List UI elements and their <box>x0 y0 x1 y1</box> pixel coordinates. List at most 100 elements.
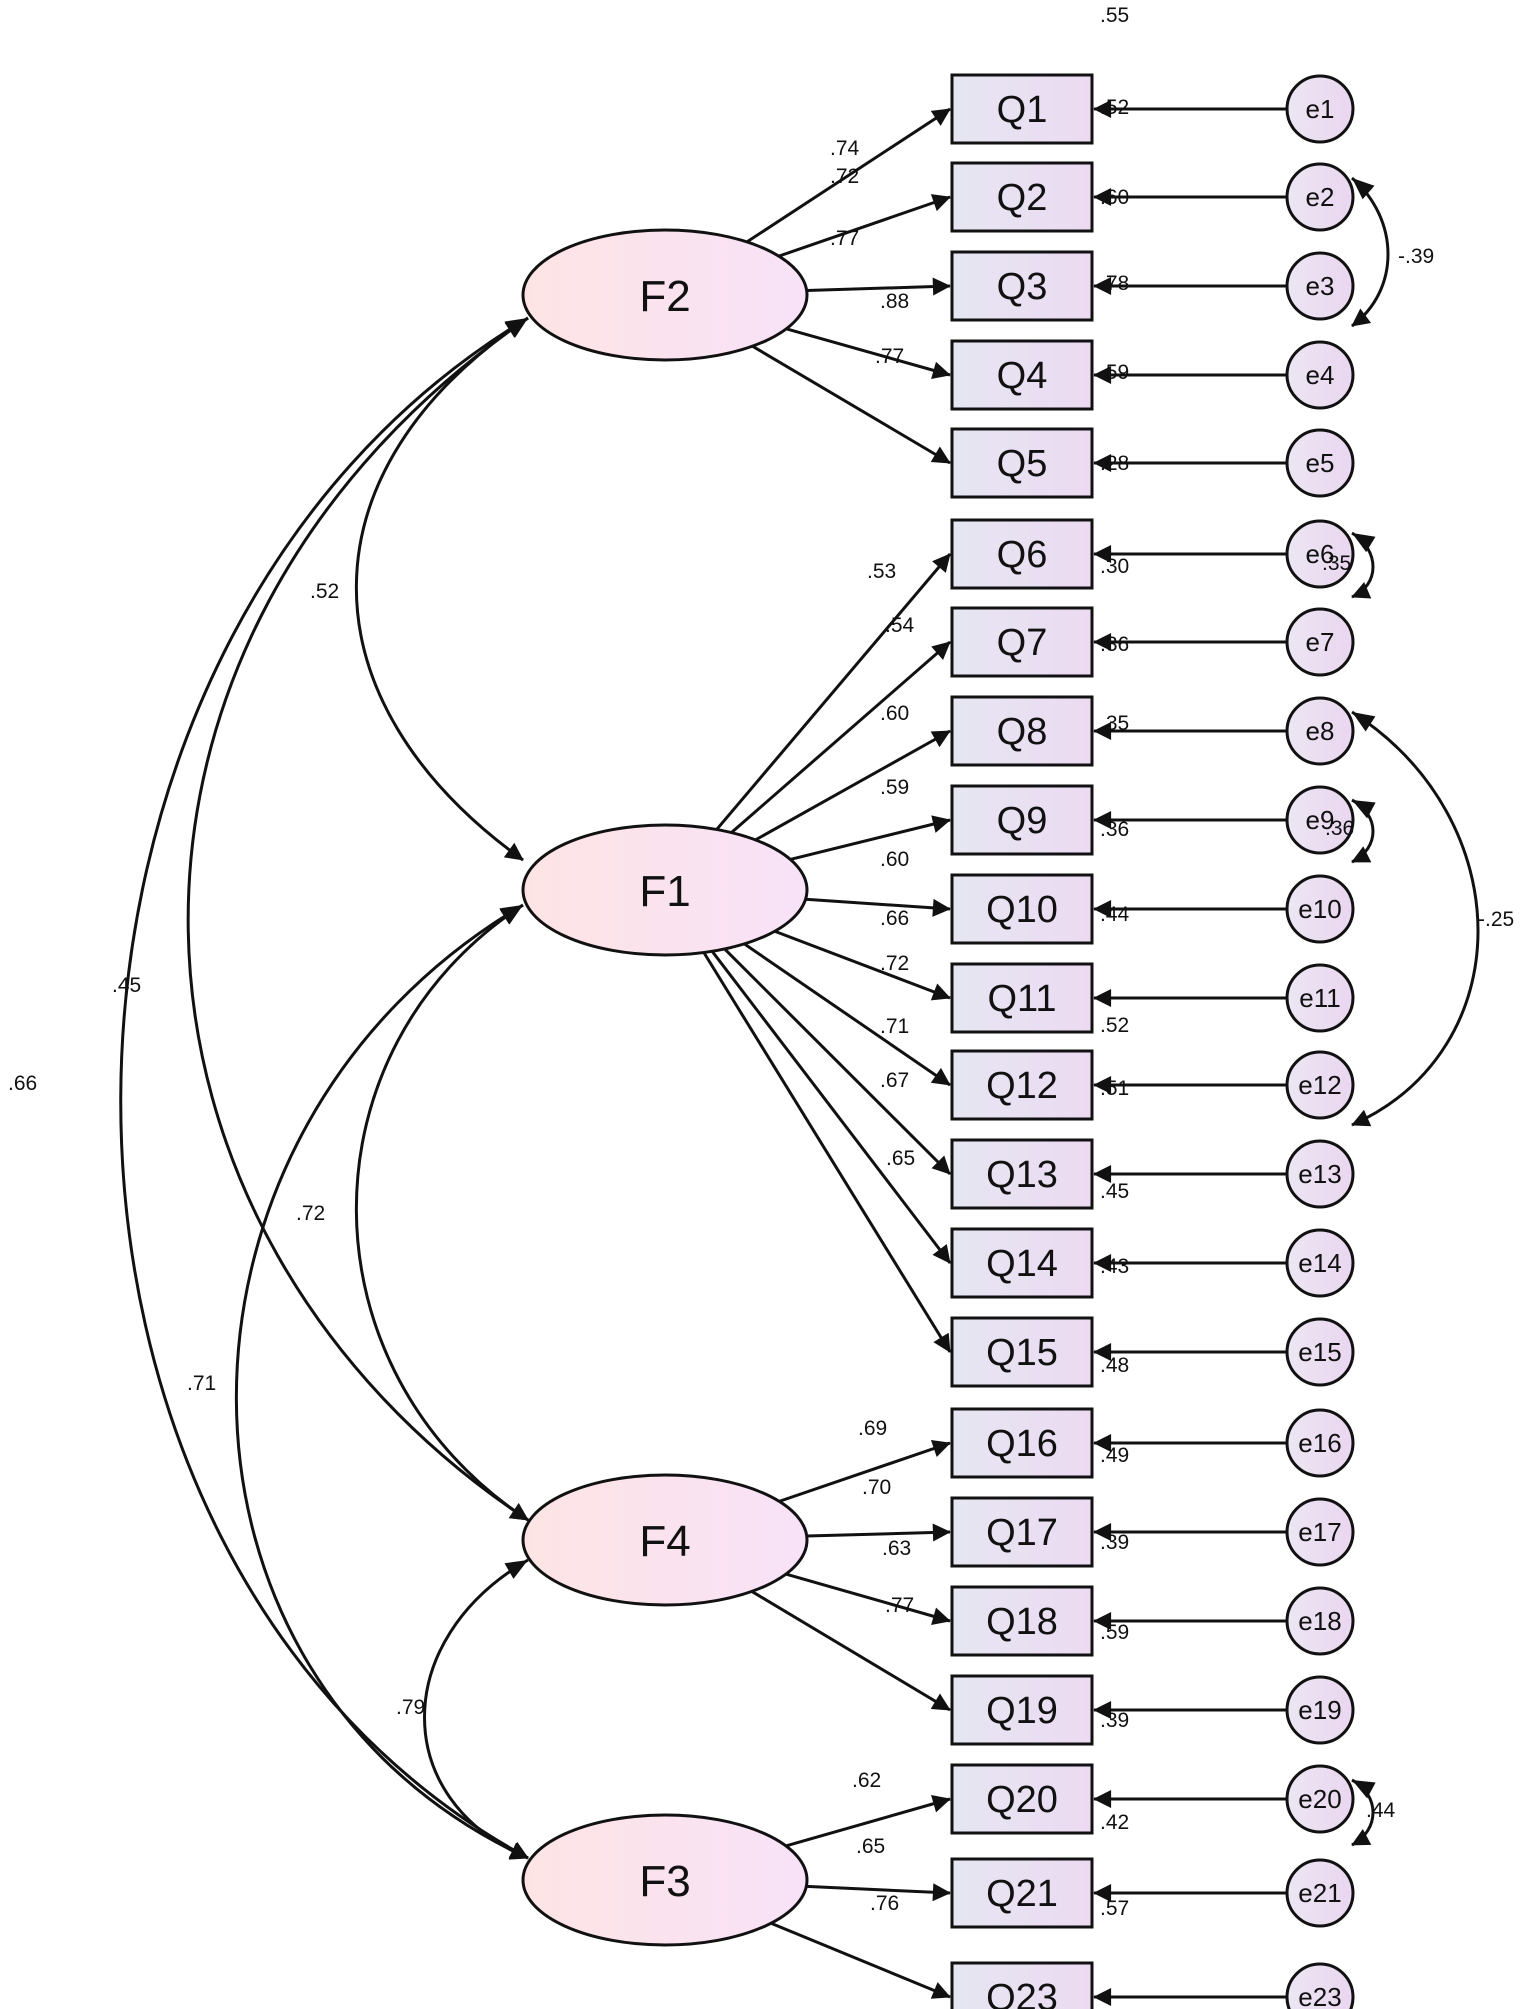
error-term-label: e15 <box>1298 1337 1341 1367</box>
loading-value: .63 <box>882 1537 911 1560</box>
loading-value: .65 <box>856 1835 885 1858</box>
loading-value: .71 <box>880 1015 909 1038</box>
error-term-label: e2 <box>1306 182 1335 212</box>
loading-path-Q3 <box>806 277 951 296</box>
error-term-e5 <box>1285 428 1355 498</box>
squared-multiple-correlation: .49 <box>1100 1444 1129 1467</box>
loading-path-Q10 <box>805 897 951 917</box>
observed-variable-label: Q9 <box>997 800 1048 842</box>
observed-variable-label: Q23 <box>986 1977 1058 2009</box>
squared-multiple-correlation: .59 <box>1100 1621 1129 1644</box>
error-term-e4 <box>1285 340 1355 410</box>
error-term-label: e13 <box>1298 1159 1341 1189</box>
error-term-label: e9 <box>1306 805 1335 835</box>
error-term-e2 <box>1285 162 1355 232</box>
observed-variable-label: Q6 <box>997 534 1048 576</box>
loading-value: .69 <box>858 1417 887 1440</box>
observed-variable-Q16 <box>950 1407 1094 1479</box>
loading-path-Q20 <box>785 1795 951 1848</box>
error-term-e8 <box>1285 696 1355 766</box>
loading-path-Q16 <box>778 1440 951 1503</box>
error-term-e9 <box>1285 785 1355 855</box>
error-term-label: e19 <box>1298 1695 1341 1725</box>
error-term-e11 <box>1285 963 1355 1033</box>
error-term-e6 <box>1285 519 1355 589</box>
squared-multiple-correlation: .57 <box>1100 1897 1129 1920</box>
error-term-label: e11 <box>1299 983 1340 1013</box>
observed-variable-label: Q20 <box>986 1779 1058 1821</box>
error-term-label: e8 <box>1306 716 1335 746</box>
observed-variable-label: Q19 <box>986 1690 1058 1732</box>
latent-factor-label: F3 <box>639 1857 690 1906</box>
loading-value: .72 <box>880 952 909 975</box>
covariance-arrowhead <box>1352 1780 1376 1799</box>
error-term-e19 <box>1285 1675 1355 1745</box>
error-term-e13 <box>1285 1139 1355 1209</box>
error-term-label: e10 <box>1298 894 1341 924</box>
loading-value: .88 <box>880 290 909 313</box>
covariance-arrowhead <box>1352 533 1376 553</box>
factor-correlation-F2-F3 <box>119 316 529 1860</box>
observed-variable-Q23 <box>950 1961 1094 2009</box>
factor-correlation-value: .52 <box>310 580 339 603</box>
error-term-e3 <box>1285 251 1355 321</box>
loading-value: .72 <box>830 165 859 188</box>
observed-variable-Q4 <box>950 339 1094 411</box>
loading-path-Q11 <box>774 929 951 1001</box>
observed-variable-Q2 <box>950 161 1094 233</box>
loading-value: .65 <box>886 1147 915 1170</box>
error-term-e16 <box>1285 1408 1355 1478</box>
correlation-arrowhead <box>499 905 523 924</box>
observed-variable-Q3 <box>950 250 1094 322</box>
observed-variable-Q12 <box>950 1049 1094 1121</box>
error-term-e10 <box>1285 874 1355 944</box>
loading-value: .53 <box>867 560 896 583</box>
observed-variable-Q10 <box>950 873 1094 945</box>
error-term-label: e23 <box>1298 1982 1341 2009</box>
error-term-label: e17 <box>1298 1517 1341 1547</box>
error-term-label: e7 <box>1306 627 1335 657</box>
squared-multiple-correlation: .39 <box>1100 1531 1129 1554</box>
error-term-e18 <box>1285 1586 1355 1656</box>
observed-variable-Q7 <box>950 606 1094 678</box>
error-covariance-e2-e4 <box>1351 176 1390 328</box>
loading-value: .70 <box>862 1476 891 1499</box>
loading-value: .77 <box>885 1594 914 1617</box>
factor-correlation-F1-F3 <box>234 903 529 1860</box>
loading-value: .67 <box>880 1069 909 1092</box>
error-covariance-e8-e13 <box>1351 710 1480 1127</box>
factor-correlation-value: .72 <box>296 1202 325 1225</box>
squared-multiple-correlation: .28 <box>1100 452 1129 475</box>
error-term-e14 <box>1285 1228 1355 1298</box>
observed-variable-Q13 <box>950 1138 1094 1210</box>
observed-variable-label: Q12 <box>986 1065 1058 1107</box>
observed-variable-label: Q17 <box>986 1512 1058 1554</box>
error-covariance-value: -.25 <box>1478 908 1514 931</box>
covariance-arrowhead <box>1352 712 1376 732</box>
factor-correlation-F2-F1 <box>354 316 529 862</box>
squared-multiple-correlation: .55 <box>1100 4 1129 27</box>
squared-multiple-correlation: .39 <box>1100 1709 1129 1732</box>
latent-factor-F1 <box>521 823 809 957</box>
observed-variable-label: Q21 <box>986 1873 1058 1915</box>
loading-path-Q15 <box>702 951 952 1353</box>
loading-value: .77 <box>875 345 904 368</box>
loading-value: .60 <box>880 702 909 725</box>
observed-variable-Q8 <box>950 695 1094 767</box>
error-term-label: e3 <box>1306 271 1335 301</box>
error-term-e23 <box>1285 1962 1355 2009</box>
observed-variable-label: Q7 <box>997 622 1048 664</box>
error-term-label: e18 <box>1298 1606 1341 1636</box>
loading-path-Q7 <box>730 640 951 834</box>
squared-multiple-correlation: .52 <box>1100 1014 1129 1037</box>
correlation-arrowhead <box>504 318 528 338</box>
observed-variable-Q5 <box>950 427 1094 499</box>
observed-variable-Q18 <box>950 1585 1094 1657</box>
observed-variable-label: Q10 <box>986 889 1058 931</box>
observed-variable-label: Q18 <box>986 1601 1058 1643</box>
latent-factor-label: F1 <box>639 867 690 916</box>
observed-variable-label: Q4 <box>997 355 1048 397</box>
loading-value: .54 <box>885 614 915 637</box>
observed-variable-Q14 <box>950 1227 1094 1299</box>
